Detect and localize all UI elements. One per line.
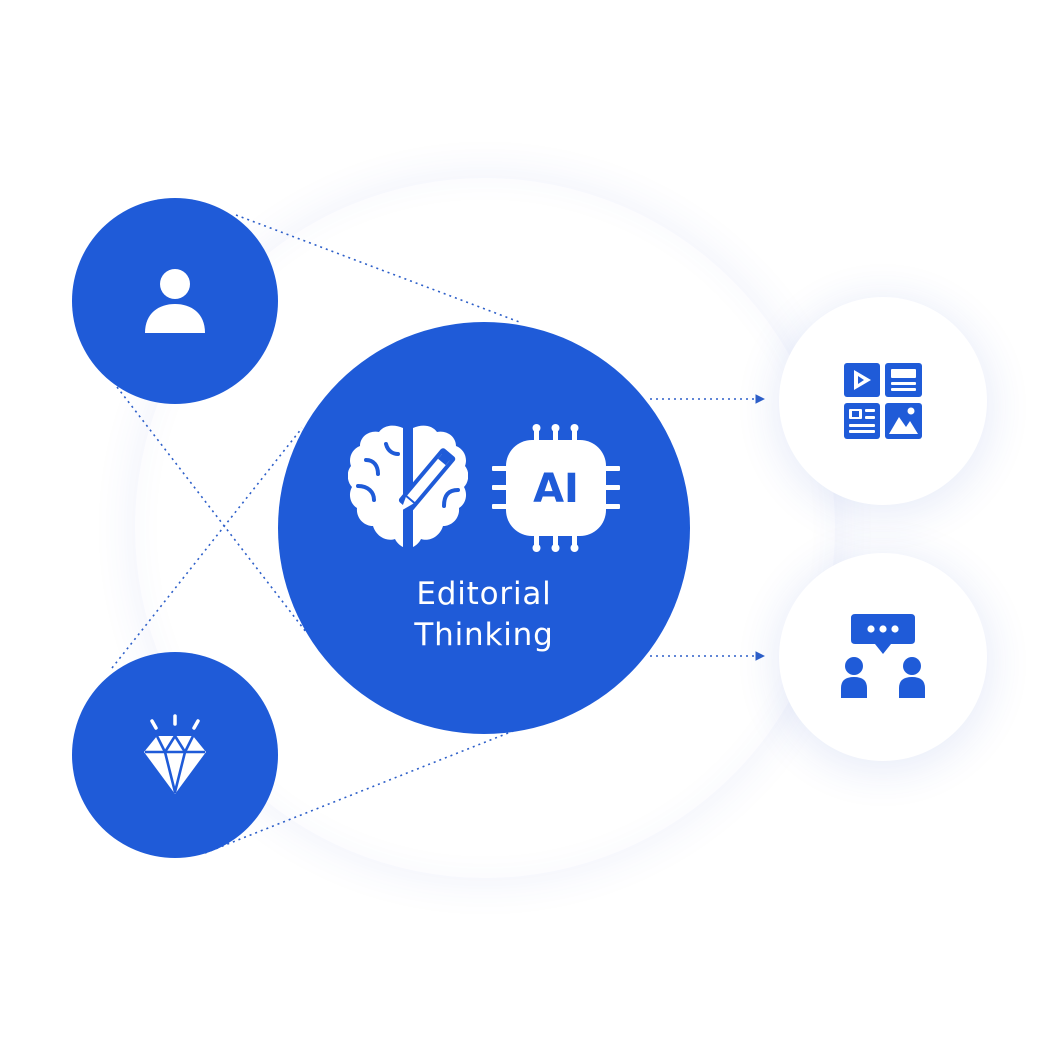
input-node-diamond <box>72 652 278 858</box>
user-icon <box>145 269 205 333</box>
media-grid-icon <box>844 363 922 439</box>
ai-chip-icon: AI <box>492 424 620 552</box>
center-title-line-1: Editorial <box>416 576 552 612</box>
output-node-media <box>779 297 987 505</box>
center-title: Editorial Thinking <box>278 574 690 656</box>
input-node-user <box>72 198 278 404</box>
diamond-icon <box>144 714 206 794</box>
brain-pencil-icon <box>348 425 468 547</box>
group-chat-icon <box>841 614 925 698</box>
ai-chip-label: AI <box>533 466 579 512</box>
center-title-line-2: Thinking <box>414 617 554 653</box>
center-node-editorial-thinking: AI Editorial Thinking <box>278 322 690 734</box>
output-node-discussion <box>779 553 987 761</box>
